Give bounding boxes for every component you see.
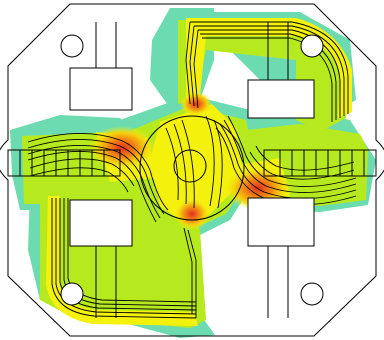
coil-slot-top-left	[69, 67, 133, 111]
pole-right	[263, 149, 377, 177]
flux-line	[185, 21, 191, 105]
coil-slot-bottom-left	[69, 199, 133, 247]
outer-frame	[0, 3, 384, 337]
flux-line	[190, 21, 349, 114]
flux-line	[27, 139, 165, 215]
device-geometry	[0, 3, 384, 337]
flux-line	[189, 25, 195, 107]
mounting-hole-top-right	[300, 34, 324, 58]
rotor-shaft	[173, 149, 207, 183]
flux-line	[183, 227, 193, 314]
field-ribbon-bottom-left	[46, 196, 198, 326]
rotor-outer	[139, 115, 245, 221]
coil-slot-top-right	[247, 79, 315, 119]
mounting-hole-bottom-right	[300, 282, 324, 306]
flux-line	[173, 123, 187, 205]
flux-line	[227, 115, 357, 187]
flux-line	[198, 29, 341, 118]
flux-line	[29, 158, 135, 187]
stator-tooth-top	[95, 22, 289, 80]
coil-slot-bottom-right	[247, 197, 315, 247]
pole-left	[7, 149, 121, 177]
flux-line	[181, 119, 195, 209]
peak-spot-upper-center	[180, 92, 212, 116]
field-ribbon-top-right	[186, 18, 352, 118]
mounting-hole-top-left	[60, 34, 84, 58]
flux-line	[194, 25, 345, 116]
flux-line	[193, 29, 199, 109]
flux-line	[223, 119, 357, 193]
flux-line	[205, 115, 215, 207]
flux-line	[27, 133, 169, 211]
flux-lines	[27, 21, 357, 319]
pole-lamination-right	[279, 150, 365, 176]
flux-line	[213, 119, 223, 209]
flux-line	[51, 198, 197, 319]
stator-tooth-bottom	[95, 246, 289, 318]
flux-line	[200, 33, 337, 120]
pole-lamination-left	[19, 150, 105, 176]
mounting-hole-bottom-left	[60, 282, 84, 306]
peak-spot-lower-center	[174, 198, 210, 230]
flux-line	[187, 229, 197, 318]
flux-line	[165, 127, 179, 201]
flux-line	[27, 151, 157, 223]
peak-spot-left-throat	[88, 126, 156, 170]
